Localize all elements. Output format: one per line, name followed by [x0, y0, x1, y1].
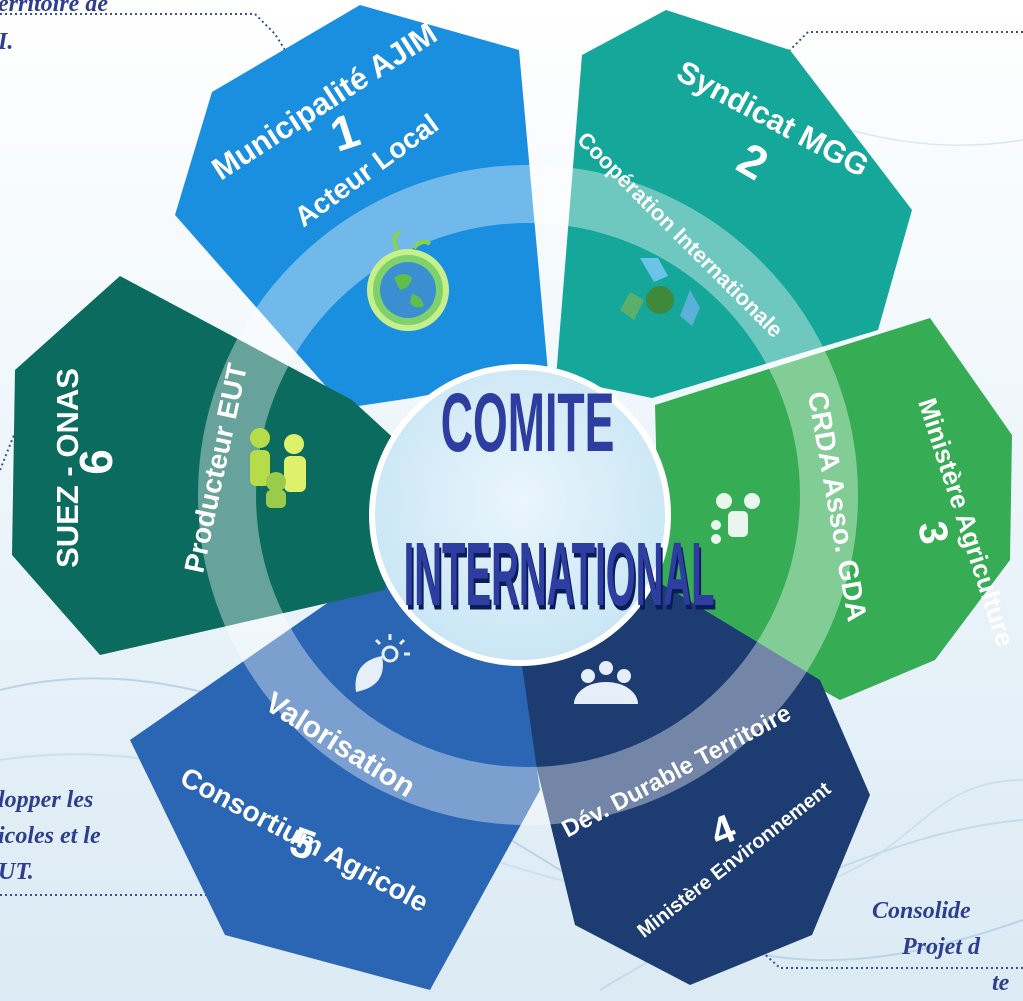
note-line: icoles et le: [0, 823, 101, 849]
note-top-left: erritoire de I.: [0, 0, 108, 60]
family-icon: [250, 428, 306, 508]
note-line: te: [992, 970, 1010, 996]
center-title-line1: COMITE: [440, 376, 615, 471]
center-circle: [369, 364, 671, 666]
petal-6-shape[interactable]: [12, 276, 412, 655]
petal-4-shape[interactable]: [508, 580, 870, 985]
petal-6-name: SUEZ - ONAS: [50, 368, 85, 568]
recycle-icon: [620, 258, 700, 326]
note-bottom-right: Consolide Projet d te: [872, 893, 1009, 1001]
note-line: Projet d: [902, 934, 980, 960]
note-line: Consolide: [872, 898, 971, 924]
community-icon: [574, 661, 638, 704]
note-line: erritoire de: [0, 0, 108, 17]
petal-6-number: 6: [70, 449, 122, 475]
earth-globe-icon: [367, 230, 449, 331]
leaf-sun-icon: [355, 634, 410, 692]
petal-1-shape[interactable]: [175, 5, 548, 408]
petal-5-shape[interactable]: [130, 563, 540, 990]
people-network-icon: [711, 493, 760, 544]
note-bottom-left: lopper les icoles et le UT.: [0, 782, 101, 890]
center-title-line2: INTERNATIONAL: [403, 525, 715, 626]
petal-2-shape[interactable]: [556, 10, 912, 398]
note-line: UT.: [0, 859, 34, 885]
petal-3-shape[interactable]: [655, 318, 1012, 700]
partner-ring: [198, 165, 858, 825]
note-line: I.: [0, 29, 14, 55]
note-line: lopper les: [0, 787, 94, 813]
